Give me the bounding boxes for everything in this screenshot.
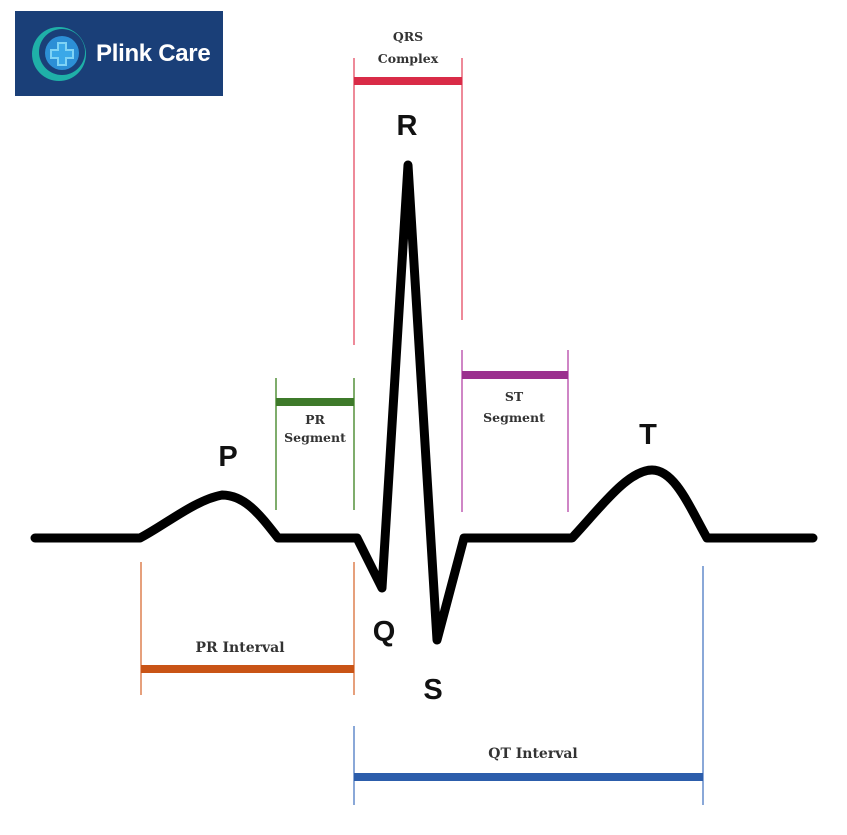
r-wave-label: R (397, 110, 418, 142)
medical-cross-globe-icon (32, 26, 86, 81)
qt-interval-label: QT Interval (488, 746, 578, 762)
t-wave-label: T (639, 419, 657, 451)
pr-segment-label-line1: PR (305, 412, 325, 427)
st-segment-label-line2: Segment (483, 410, 545, 425)
qrs-complex-label-line2: Complex (378, 51, 439, 66)
q-wave-label: Q (373, 616, 396, 648)
qrs-complex-bracket: QRS Complex (353, 29, 463, 345)
pr-segment-label-line2: Segment (284, 430, 346, 445)
st-segment-bracket: ST Segment (461, 350, 569, 512)
brand-name: Plink Care (96, 39, 211, 67)
p-wave-label: P (218, 441, 237, 473)
pr-interval-bracket: PR Interval (140, 562, 355, 695)
brand-logo: Plink Care (15, 11, 223, 96)
pr-interval-label: PR Interval (195, 640, 284, 656)
st-segment-label-line1: ST (505, 389, 524, 404)
qt-interval-bracket: QT Interval (353, 566, 704, 805)
ecg-trace (30, 160, 818, 645)
s-wave-label: S (423, 674, 442, 706)
pr-segment-bracket: PR Segment (275, 378, 355, 510)
qrs-complex-label-line1: QRS (393, 29, 423, 44)
